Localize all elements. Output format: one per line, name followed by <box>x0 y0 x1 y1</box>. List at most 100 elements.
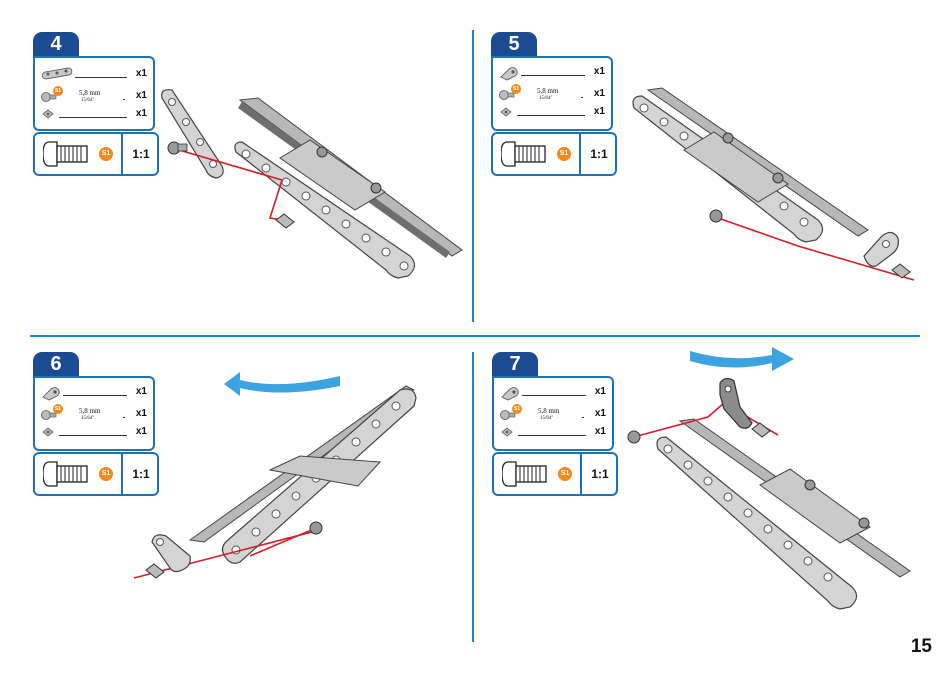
nut-icon <box>275 213 295 229</box>
part-row: x1 <box>41 108 147 126</box>
badge-s1: S1 <box>99 147 113 161</box>
divider-horizontal <box>30 335 920 337</box>
step-4: 4 x1 S1 5,8 mm 15/64" x1 x1 <box>33 32 503 362</box>
step-number: 4 <box>33 32 79 56</box>
screw-size-inch: 15/64" <box>540 416 554 421</box>
parts-list: x1 S1 5,8 mm 15/64" x1 x1 <box>33 56 155 131</box>
tool-panel: S1 1:1 <box>491 132 617 176</box>
part-qty: x1 <box>135 426 147 437</box>
rotate-left-arrow-icon <box>224 372 340 396</box>
screw-large-icon <box>501 141 546 167</box>
tool-panel: S1 1:1 <box>492 452 618 496</box>
angle-bracket-icon <box>683 131 789 203</box>
nut-icon <box>42 109 54 119</box>
parts-list: x1 S1 5,8 mm 15/64" x1 x1 <box>492 376 614 451</box>
part-row: S1 5,8 mm 15/64" x1 <box>41 86 147 108</box>
nut-icon <box>891 263 911 279</box>
badge-s1: S1 <box>99 467 113 481</box>
part-row: x1 <box>500 426 606 444</box>
parts-list: x1 S1 5,8 mm 15/64" x1 x1 <box>491 56 613 131</box>
screw-size-inch: 15/64" <box>81 98 95 103</box>
rotate-right-arrow-icon <box>690 347 794 371</box>
screw-icon <box>41 410 57 420</box>
bracket-icon <box>863 231 899 267</box>
badge-s1: S1 <box>53 86 63 96</box>
part-row: x1 <box>41 426 147 444</box>
part-row: S1 5,8 mm 15/64" x1 <box>41 404 147 426</box>
step-5: 5 x1 S1 5,8 mm 15/64" x1 x1 <box>491 32 950 362</box>
angle-bracket-icon <box>279 139 386 211</box>
assembly-illustration-step-6 <box>133 372 417 579</box>
badge-s1: S1 <box>511 84 521 94</box>
part-row: x1 <box>500 386 606 404</box>
perforated-strip-icon <box>656 436 858 610</box>
guide-line <box>171 147 284 221</box>
part-row: S1 5,8 mm 15/64" x1 <box>499 84 605 106</box>
screw-size-inch: 15/64" <box>539 96 553 101</box>
screw-icon <box>41 92 57 102</box>
step-7: 7 x1 S1 5,8 mm 15/64" x1 x1 <box>492 352 950 682</box>
bracket-icon <box>719 377 753 429</box>
strip-icon <box>41 67 73 80</box>
short-strip-icon <box>161 89 224 179</box>
divider-vertical-bottom <box>472 352 474 642</box>
part-row: x1 <box>41 386 147 404</box>
perforated-strip-icon <box>234 141 416 279</box>
screw-size-inch: 15/64" <box>81 416 95 421</box>
part-qty: x1 <box>593 106 605 117</box>
screw-large-icon <box>502 461 547 487</box>
scale-label: 1:1 <box>590 147 608 161</box>
badge-s1: S1 <box>512 404 522 414</box>
tool-panel: S1 1:1 <box>33 452 159 496</box>
part-qty: x1 <box>593 66 605 77</box>
part-qty: x1 <box>135 386 147 397</box>
part-qty: x1 <box>135 90 147 101</box>
step-number: 5 <box>491 32 537 56</box>
nut-icon <box>751 422 771 438</box>
scale-label: 1:1 <box>591 467 609 481</box>
guide-line <box>249 527 317 557</box>
screw-large-icon <box>43 461 88 487</box>
screw-size-mm: 5,8 mm <box>79 407 101 415</box>
guide-line <box>133 531 313 579</box>
part-row: x1 <box>499 66 605 84</box>
nut-icon <box>501 427 513 437</box>
screw-icon <box>167 141 188 155</box>
part-row: x1 <box>499 106 605 124</box>
badge-s1: S1 <box>557 147 571 161</box>
screw-icon <box>709 209 723 223</box>
badge-s1: S1 <box>53 404 63 414</box>
parts-list: x1 S1 5,8 mm 15/64" x1 x1 <box>33 376 155 451</box>
part-qty: x1 <box>594 408 606 419</box>
part-row: S1 5,8 mm 15/64" x1 <box>500 404 606 426</box>
part-qty: x1 <box>135 68 147 79</box>
nut-icon <box>145 563 165 579</box>
screw-icon <box>499 90 515 100</box>
step-number: 7 <box>492 352 538 376</box>
assembly-illustration-step-4 <box>161 89 463 279</box>
part-qty: x1 <box>593 88 605 99</box>
tool-panel: S1 1:1 <box>33 132 159 176</box>
assembly-illustration-step-7 <box>627 347 911 610</box>
badge-s1: S1 <box>558 467 572 481</box>
bracket-icon <box>42 387 60 401</box>
part-qty: x1 <box>594 386 606 397</box>
screw-large-icon <box>43 141 88 167</box>
part-qty: x1 <box>135 108 147 119</box>
screw-icon <box>627 430 641 444</box>
screw-size-mm: 5,8 mm <box>537 87 559 95</box>
screw-icon <box>500 410 516 420</box>
nut-icon <box>500 107 512 117</box>
part-row: x1 <box>41 67 147 86</box>
long-plate-icon <box>646 87 869 237</box>
screw-size-mm: 5,8 mm <box>79 89 101 97</box>
angle-bracket-icon <box>759 468 871 544</box>
part-qty: x1 <box>594 426 606 437</box>
guide-line <box>633 402 779 438</box>
bracket-icon <box>151 534 191 573</box>
assembly-illustration-step-5 <box>632 87 915 281</box>
scale-label: 1:1 <box>132 467 150 481</box>
scale-label: 1:1 <box>132 147 150 161</box>
nut-icon <box>42 427 54 437</box>
screw-size-mm: 5,8 mm <box>538 407 560 415</box>
